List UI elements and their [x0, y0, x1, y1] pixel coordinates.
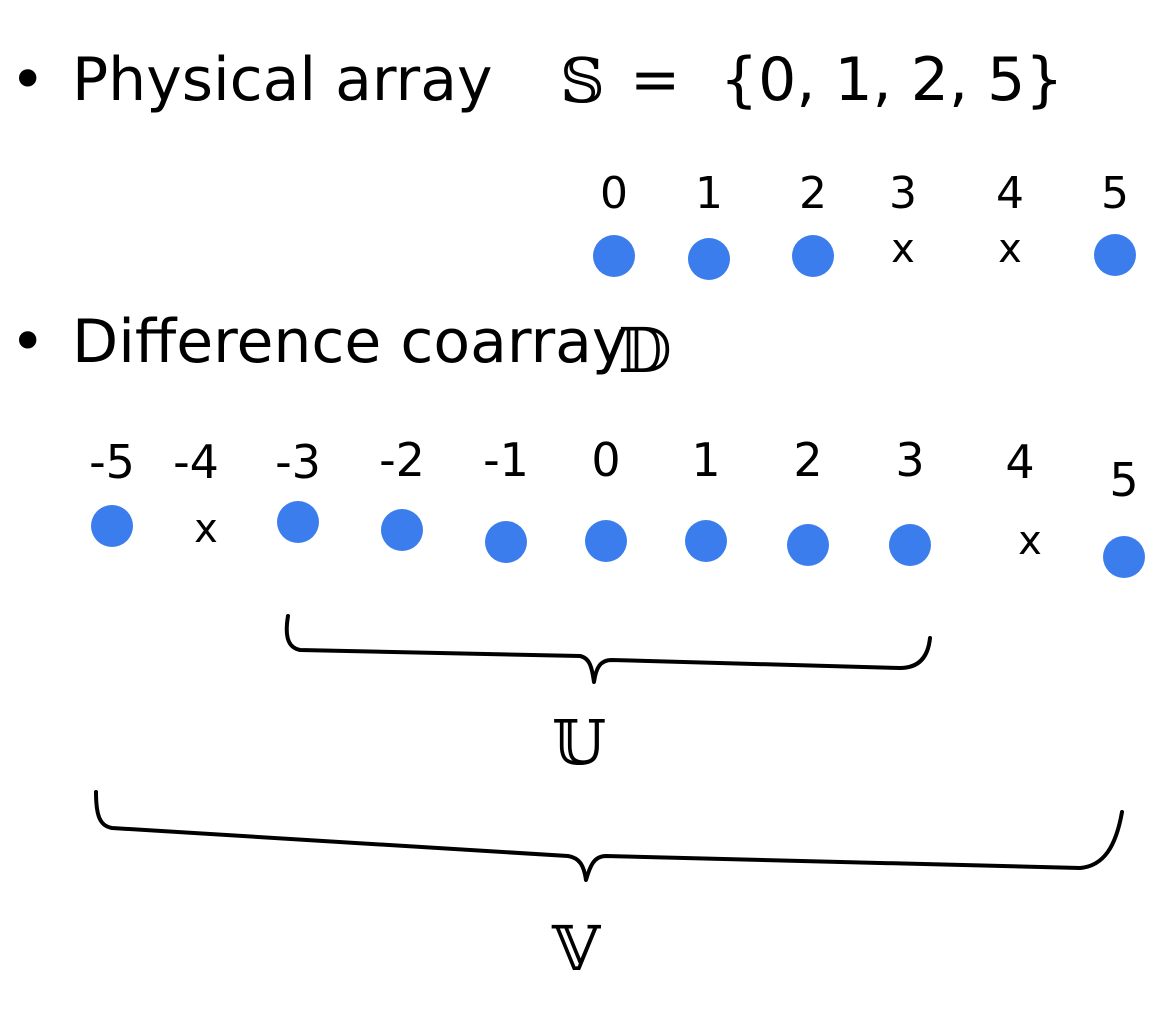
difference-coarray-label: Difference coarray — [72, 307, 627, 377]
coarray-lag-dot — [889, 524, 931, 566]
physical-sensor-dot — [688, 238, 730, 280]
bullet-physical: • — [10, 45, 45, 115]
physical-sensor-dot — [792, 235, 834, 277]
coarray-lag-label: 0 — [591, 433, 620, 487]
coarray-lag-dot — [91, 505, 133, 547]
physical-sensor-dot — [593, 235, 635, 277]
bullet-difference: • — [10, 307, 45, 377]
coarray-lag-label: -4 — [173, 435, 219, 489]
brace-ula — [284, 614, 932, 684]
physical-position-label: 5 — [1101, 168, 1129, 219]
coarray-lag-dot — [585, 520, 627, 562]
coarray-missing-mark: x — [194, 506, 218, 552]
physical-position-label: 4 — [996, 168, 1024, 219]
physical-array-row: 0 1 2 3 x 4 x 5 — [593, 168, 1136, 280]
brace-virtual — [94, 790, 1124, 882]
coarray-lag-dot — [685, 520, 727, 562]
coarray-lag-label: -3 — [275, 435, 321, 489]
coarray-lag-dot — [485, 521, 527, 563]
coarray-missing-mark: x — [1018, 518, 1042, 564]
coarray-lag-label: 4 — [1005, 435, 1034, 489]
difference-coarray-heading: • Difference coarray 𝔻 — [10, 307, 672, 387]
virtual-symbol-v: 𝕍 — [551, 912, 601, 985]
coarray-lag-dot — [1103, 536, 1145, 578]
physical-array-heading: • Physical array 𝕊 = {0, 1, 2, 5} — [10, 44, 1063, 117]
coarray-lag-label: -2 — [379, 433, 425, 487]
physical-position-label: 3 — [889, 168, 917, 219]
difference-coarray-row: -5 -4 x -3 -2 -1 0 1 2 3 4 x 5 — [89, 433, 1145, 578]
coarray-lag-label: -5 — [89, 435, 135, 489]
coarray-lag-label: 3 — [895, 433, 924, 487]
coarray-lag-dot — [277, 501, 319, 543]
physical-position-label: 2 — [799, 168, 827, 219]
coarray-lag-dot — [787, 524, 829, 566]
physical-missing-mark: x — [998, 226, 1022, 272]
coarray-lag-dot — [381, 509, 423, 551]
coarray-lag-label: 5 — [1109, 453, 1138, 507]
set-d-symbol: 𝔻 — [618, 314, 672, 387]
physical-sensor-dot — [1094, 234, 1136, 276]
coarray-lag-label: 2 — [793, 433, 822, 487]
set-s-symbol: 𝕊 — [560, 44, 605, 117]
physical-position-label: 1 — [695, 168, 723, 219]
physical-array-label: Physical array — [72, 45, 492, 115]
coarray-lag-label: 1 — [691, 433, 720, 487]
physical-set-elements: {0, 1, 2, 5} — [720, 45, 1063, 115]
coarray-lag-label: -1 — [483, 433, 529, 487]
ula-symbol-u: 𝕌 — [552, 706, 606, 779]
equals-sign: = — [630, 45, 680, 115]
physical-missing-mark: x — [891, 226, 915, 272]
physical-position-label: 0 — [600, 168, 628, 219]
